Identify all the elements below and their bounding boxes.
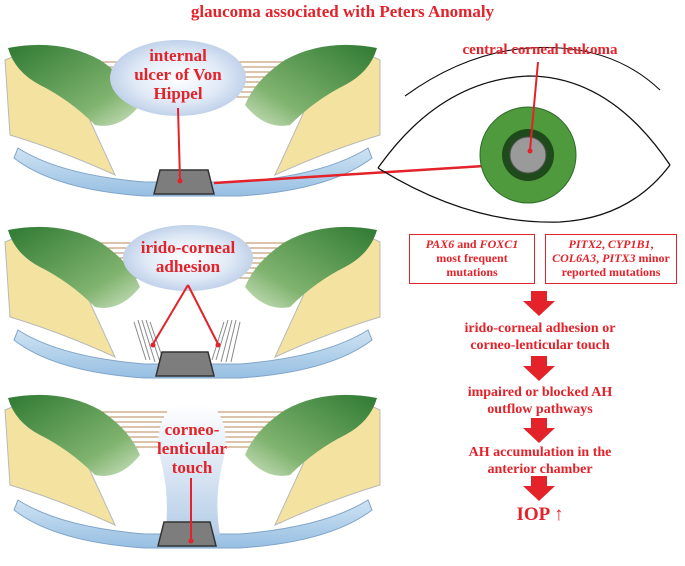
central-corneal-defect (153, 169, 215, 195)
label-line: lenticular (157, 439, 227, 458)
label-line: corneo- (164, 420, 220, 439)
cornea-2 (13, 329, 373, 379)
step-line: outflow pathways (487, 402, 593, 417)
box-line: mutations (446, 265, 498, 279)
label-internal-ulcer: internal ulcer of Von Hippel (118, 46, 238, 103)
label-line: ulcer of Von (134, 65, 222, 84)
label-line: touch (171, 458, 213, 477)
box-minor-mutations: PITX2, CYP1B1, COL6A3, PITX3 minor repor… (545, 234, 677, 284)
conjunction: and (454, 237, 480, 251)
panel-2-eye-section (4, 225, 381, 379)
ciliary-body-left-2 (8, 226, 140, 308)
lower-lid (377, 164, 671, 223)
separator: , (601, 237, 608, 251)
gene-pitx2: PITX2 (568, 237, 602, 251)
panel-3-eye-section (4, 394, 381, 549)
box-line: PAX6 and FOXC1 (413, 237, 531, 251)
box-line: reported mutations (561, 265, 661, 279)
pointer-dot-left (150, 342, 156, 348)
ciliary-body-left-3 (8, 394, 140, 476)
step-impaired-outflow: impaired or blocked AH outflow pathways (420, 384, 660, 418)
step-line: irido-corneal adhesion or (464, 321, 616, 336)
adhesion-strands-left (133, 319, 165, 363)
step-line: corneo-lenticular touch (470, 338, 610, 353)
step-line: anterior chamber (487, 462, 593, 477)
box-line: most frequent (436, 251, 508, 265)
arrow-1 (523, 291, 555, 316)
pointer-ulcer (177, 107, 181, 181)
pointer-leukoma (529, 61, 539, 151)
step-ah-accumulation: AH accumulation in the anterior chamber (420, 444, 660, 478)
label-corneo-lenticular-touch: corneo- lenticular touch (142, 420, 242, 477)
ciliary-body-right-2 (245, 226, 377, 308)
eyelid-crease (404, 46, 661, 97)
diagram-title: glaucoma associated with Peters Anomaly (190, 2, 495, 21)
bubble-irido-corneal (123, 225, 253, 291)
pointer-dot-touch (188, 538, 194, 544)
ciliary-body-right-3 (245, 394, 377, 476)
pointer-dot-ulcer (177, 178, 183, 184)
arrow-4 (523, 476, 555, 501)
gene-cyp1b1: CYP1B1 (607, 237, 651, 251)
adhesion-strands-right (211, 319, 241, 363)
step-line: impaired or blocked AH (467, 385, 613, 400)
pointer-dot-right (215, 342, 221, 348)
box-line: PITX2, CYP1B1, (549, 237, 673, 251)
cornea-3 (13, 499, 373, 549)
pointer-dot-leukoma (527, 148, 533, 154)
eye-illustration (377, 46, 671, 223)
gene-foxc1: FOXC1 (479, 237, 519, 251)
box-line: COL6A3, PITX3 minor (549, 251, 673, 265)
ciliary-body-right (245, 44, 377, 126)
corneal-leukoma (509, 136, 547, 174)
central-corneal-defect-3 (157, 521, 217, 547)
lens-touch-column (158, 404, 226, 535)
eyelid-outline (377, 75, 671, 169)
separator: , (650, 237, 654, 251)
box-frequent-mutations: PAX6 and FOXC1 most frequent mutations (409, 234, 535, 284)
ciliary-body-left (8, 44, 140, 126)
panel-1-eye-section (4, 40, 381, 197)
central-corneal-defect-2 (155, 351, 215, 377)
arrow-2 (523, 356, 555, 381)
label-central-corneal-leukoma: central corneal leukoma (462, 42, 618, 58)
box-tail: minor (635, 251, 670, 265)
step-adhesion-or-touch: irido-corneal adhesion or corneo-lenticu… (420, 320, 660, 354)
gene-pax6: PAX6 (425, 237, 455, 251)
cornea (13, 147, 373, 197)
step-line: AH accumulation in the (468, 445, 612, 460)
connector-line (213, 163, 501, 185)
pointer-adhesion-right (187, 284, 219, 345)
pointer-adhesion-left (152, 284, 189, 345)
final-iop-increase: IOP ↑ (516, 504, 564, 525)
label-line: internal (149, 46, 207, 65)
separator: , (596, 251, 603, 265)
label-irido-corneal-adhesion: irido-corneal adhesion (128, 238, 248, 276)
gene-col6a3: COL6A3 (552, 251, 597, 265)
gene-pitx3: PITX3 (602, 251, 636, 265)
bubble-internal-ulcer (110, 40, 246, 116)
label-line: irido-corneal (140, 238, 236, 257)
arrow-3 (523, 418, 555, 443)
label-line: Hippel (153, 84, 203, 103)
flow-arrows (523, 291, 555, 501)
label-line: adhesion (155, 257, 221, 276)
